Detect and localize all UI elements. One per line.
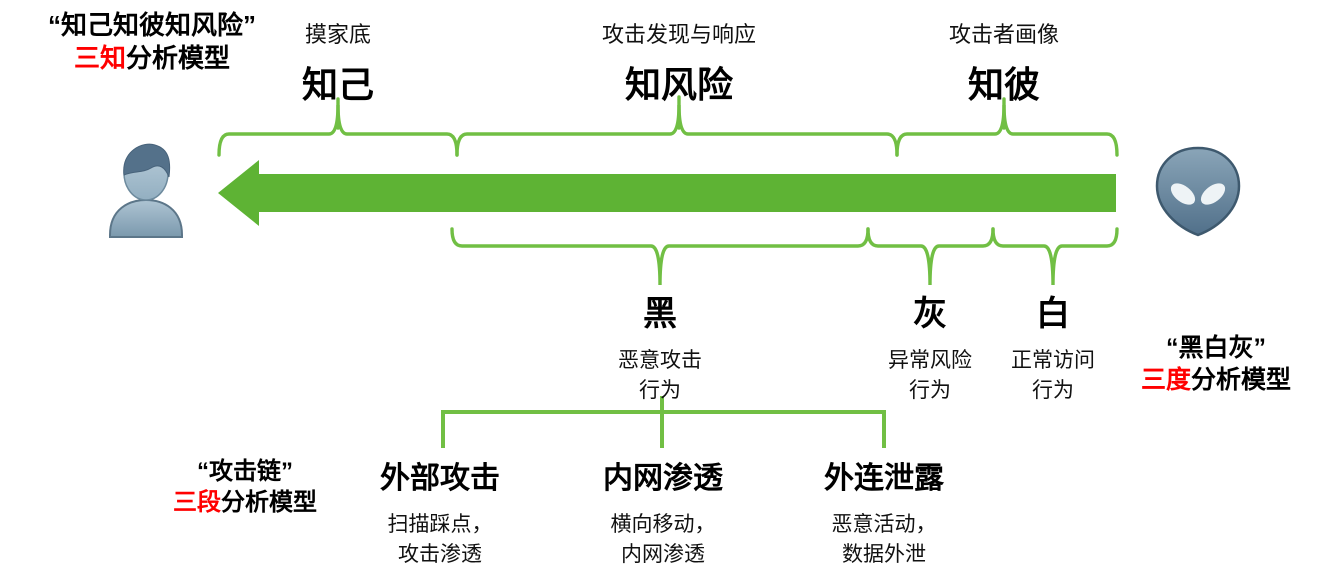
attack-stage-exfiltration-desc-line1: 恶意活动， (831, 513, 937, 536)
user-avatar-icon (109, 143, 183, 238)
sandu-model-line2: 三度分析模型 (1141, 364, 1291, 396)
brace-zhifengxian (455, 104, 899, 157)
category-grey-title: 灰 (913, 295, 947, 333)
category-white-desc-line1: 正常访问 (1011, 349, 1095, 372)
attack-stage-external-title: 外部攻击 (380, 462, 500, 495)
category-grey-desc-line2: 行为 (909, 379, 951, 403)
attack-stage-exfiltration-desc-line2: 数据外泄 (842, 543, 926, 567)
stage-zhifengxian: 攻击发现与响应 知风险 (602, 17, 756, 108)
sanzhi-model-line2: 三知分析模型 (48, 42, 256, 75)
sandu-model-title: “黑白灰” 三度分析模型 (1141, 332, 1291, 396)
stage-zhibi-title: 知彼 (967, 64, 1041, 105)
attack-stage-lateral: 内网渗透 横向移动， 内网渗透 (603, 453, 723, 571)
stage-zhifengxian-title: 知风险 (624, 64, 734, 105)
attack-stage-external-desc-line1: 扫描踩点， (387, 513, 493, 536)
attack-stage-exfiltration: 外连泄露 恶意活动， 数据外泄 (824, 453, 944, 571)
category-grey-desc-line1: 异常风险 (888, 349, 972, 372)
category-black-title: 黑 (643, 295, 677, 333)
sanduan-model-red: 三段 (173, 488, 221, 516)
sanzhi-model-title: “知己知彼知风险” 三知分析模型 (48, 9, 256, 76)
category-white: 白 正常访问 行为 (1011, 286, 1095, 407)
category-white-desc: 正常访问 行为 (1011, 346, 1095, 407)
sanduan-model-rest: 分析模型 (221, 488, 317, 516)
sandu-model-red: 三度 (1140, 366, 1191, 394)
sandu-model-rest: 分析模型 (1191, 366, 1292, 394)
stage-zhiji-title: 知己 (301, 64, 375, 105)
attack-stage-lateral-title: 内网渗透 (603, 462, 723, 495)
sandu-model-line1: “黑白灰” (1165, 334, 1266, 362)
stage-zhiji-subtitle: 摸家底 (304, 22, 372, 47)
stage-zhiji: 摸家底 知己 (302, 17, 374, 108)
brace-white (991, 227, 1119, 286)
stage-zhibi: 攻击者画像 知彼 (949, 17, 1059, 108)
sanduan-model-line1: “攻击链” (197, 458, 293, 485)
attack-chain-tree (441, 396, 886, 448)
sanzhi-model-line1: “知己知彼知风险” (47, 10, 257, 40)
category-white-desc-line2: 行为 (1032, 379, 1074, 403)
sanzhi-model-red: 三知 (73, 43, 126, 74)
attack-stage-exfiltration-title: 外连泄露 (824, 462, 944, 495)
attack-stage-external-desc: 扫描踩点， 攻击渗透 (380, 510, 500, 571)
stage-zhifengxian-subtitle: 攻击发现与响应 (601, 22, 757, 47)
attack-stage-external-desc-line2: 攻击渗透 (398, 543, 482, 567)
category-black: 黑 恶意攻击 行为 (618, 286, 702, 407)
brace-grey (866, 227, 995, 286)
attack-stage-lateral-desc-line1: 横向移动， (610, 513, 716, 536)
category-grey: 灰 异常风险 行为 (888, 286, 972, 407)
attack-direction-arrow (218, 160, 1116, 226)
brace-group (217, 95, 1119, 286)
sanzhi-model-rest: 分析模型 (125, 43, 231, 74)
sanduan-model-title: “攻击链” 三段分析模型 (173, 457, 317, 518)
stage-zhibi-subtitle: 攻击者画像 (948, 22, 1060, 47)
brace-black (450, 227, 870, 286)
category-black-desc: 恶意攻击 行为 (618, 346, 702, 407)
attack-stage-exfiltration-desc: 恶意活动， 数据外泄 (824, 510, 944, 571)
sanduan-model-line2: 三段分析模型 (173, 488, 317, 519)
category-grey-desc: 异常风险 行为 (888, 346, 972, 407)
attack-stage-lateral-desc-line2: 内网渗透 (621, 543, 705, 567)
category-white-title: 白 (1036, 295, 1070, 333)
brace-zhibi (895, 104, 1119, 157)
attack-stage-external: 外部攻击 扫描踩点， 攻击渗透 (380, 453, 500, 571)
attack-stage-lateral-desc: 横向移动， 内网渗透 (603, 510, 723, 571)
alien-attacker-icon (1155, 146, 1241, 237)
category-black-desc-line1: 恶意攻击 (618, 349, 702, 372)
category-black-desc-line2: 行为 (639, 379, 681, 403)
